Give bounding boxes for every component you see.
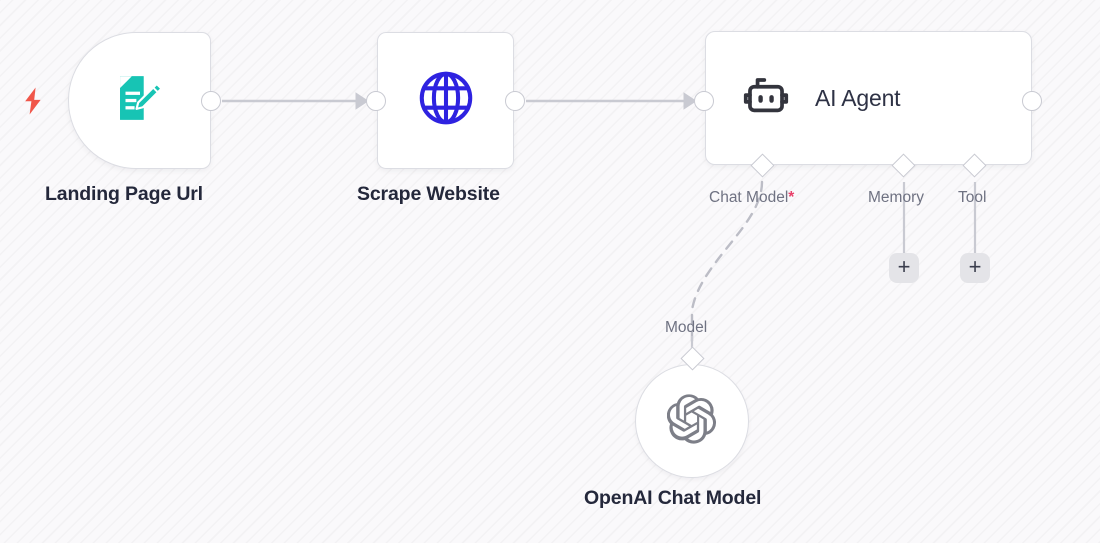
node-label-landing-page-url: Landing Page Url	[45, 183, 203, 205]
node-landing-page-url[interactable]	[68, 32, 211, 169]
globe-icon	[415, 67, 477, 134]
node-scrape-website[interactable]	[377, 32, 514, 169]
output-endpoint-landing-page-url[interactable]	[201, 91, 221, 111]
node-openai-chat-model[interactable]	[635, 364, 749, 478]
sub-port-label-chat-model-text: Chat Model	[709, 189, 789, 206]
trigger-bolt-icon	[22, 86, 44, 116]
input-endpoint-scrape-website[interactable]	[366, 91, 386, 111]
robot-icon	[739, 69, 793, 128]
node-label-scrape-website: Scrape Website	[357, 183, 500, 205]
sub-port-label-chat-model: Chat Model*	[709, 189, 794, 207]
node-label-ai-agent: AI Agent	[815, 84, 901, 111]
add-memory-button[interactable]: +	[889, 253, 919, 283]
add-tool-button[interactable]: +	[960, 253, 990, 283]
sub-port-label-memory: Memory	[868, 189, 924, 206]
node-ai-agent[interactable]: AI Agent	[705, 31, 1032, 165]
output-endpoint-scrape-website[interactable]	[505, 91, 525, 111]
output-endpoint-ai-agent[interactable]	[1022, 91, 1042, 111]
form-edit-icon	[111, 69, 169, 132]
input-endpoint-ai-agent[interactable]	[694, 91, 714, 111]
sub-port-label-model: Model	[665, 319, 708, 336]
sub-port-label-tool: Tool	[958, 189, 987, 206]
openai-logo-icon	[666, 393, 717, 449]
node-label-openai-chat-model: OpenAI Chat Model	[584, 487, 762, 509]
required-marker-icon: *	[788, 189, 795, 206]
